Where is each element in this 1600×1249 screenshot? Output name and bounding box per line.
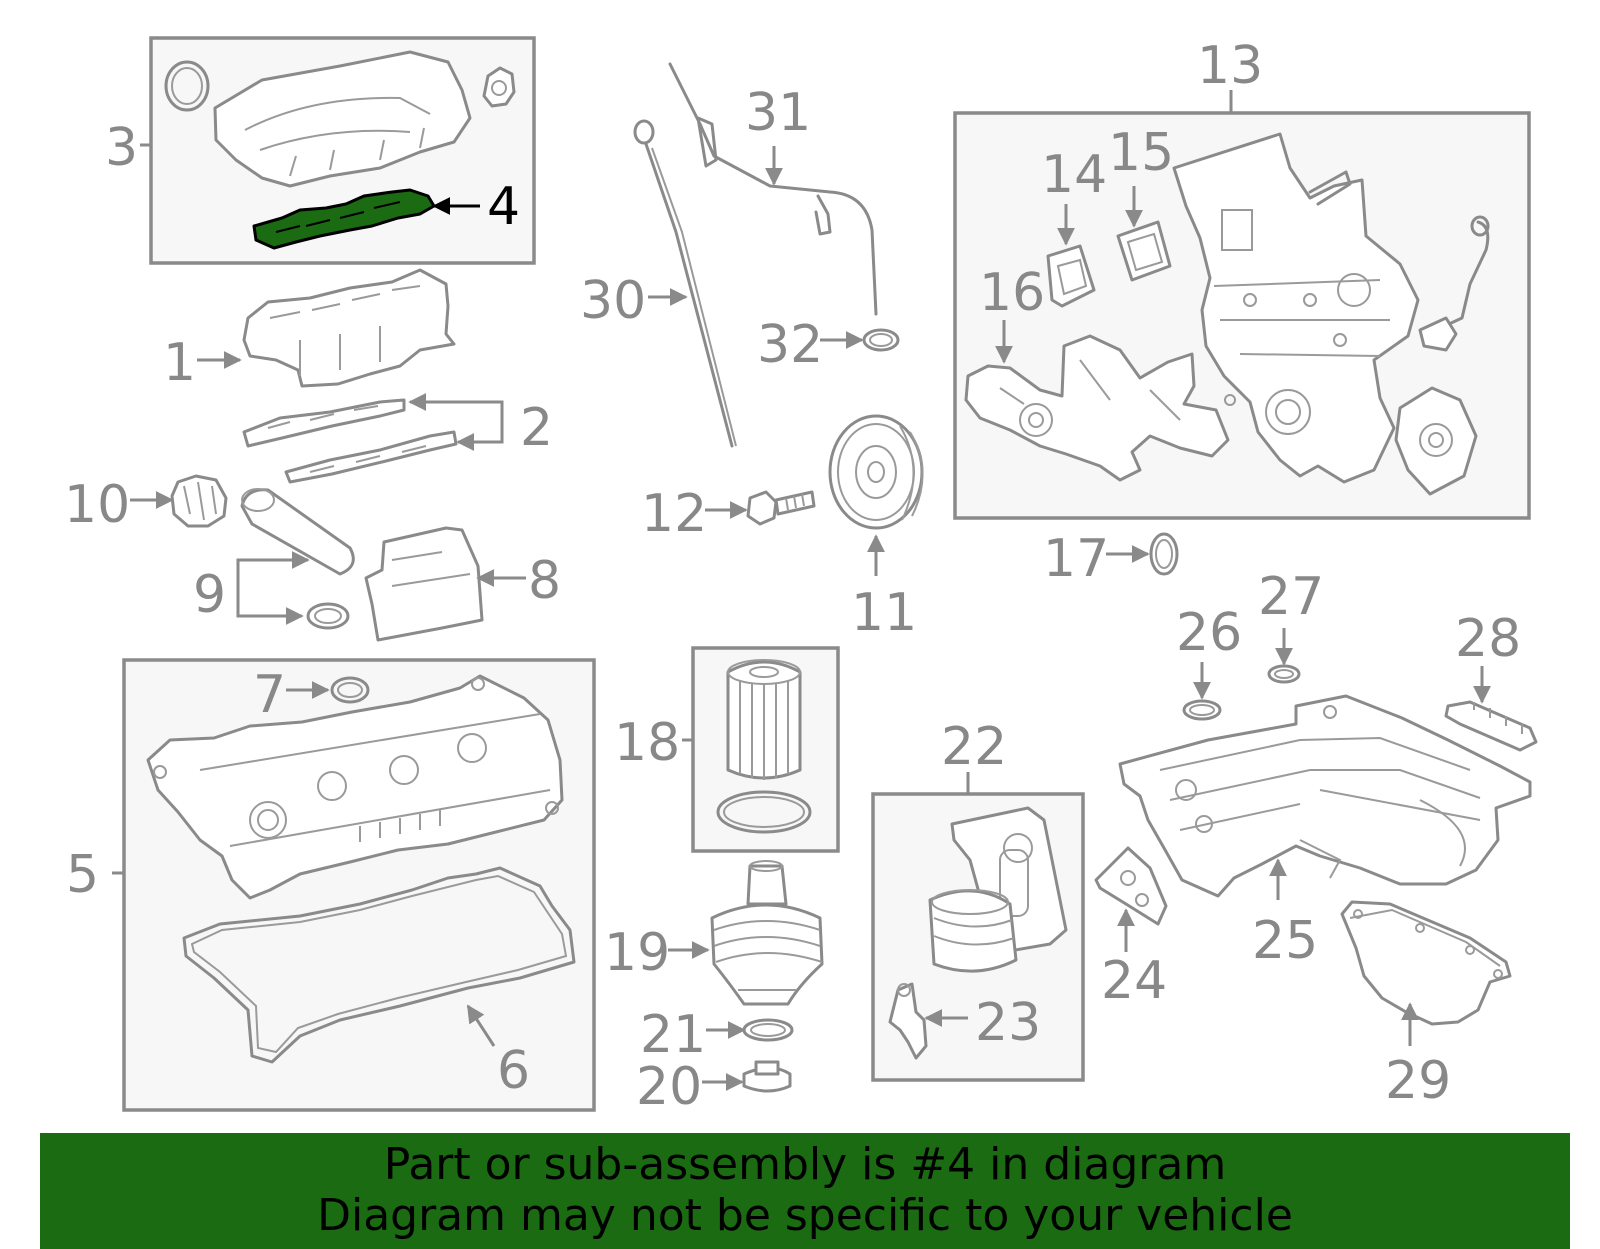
- label-32: 32: [757, 315, 823, 375]
- part-22-oil-filter-bracket: [928, 806, 1068, 973]
- part-20-drain-plug: [742, 1060, 792, 1093]
- part-10-oil-filler-cap: [170, 474, 228, 528]
- banner-line-2: Diagram may not be specific to your vehi…: [317, 1190, 1293, 1241]
- label-1: 1: [163, 333, 196, 393]
- part-18-oil-filter-element: [716, 659, 812, 834]
- label-3: 3: [105, 118, 138, 178]
- label-10: 10: [64, 475, 130, 535]
- label-23: 23: [975, 993, 1041, 1053]
- label-31: 31: [745, 83, 811, 143]
- part-14-gasket: [1046, 244, 1096, 308]
- leader-9: [236, 551, 310, 592]
- label-4: 4: [487, 177, 520, 237]
- label-7: 7: [253, 665, 286, 725]
- label-25: 25: [1252, 911, 1318, 971]
- label-29: 29: [1385, 1051, 1451, 1111]
- part-3-intake-plenum: [164, 50, 516, 188]
- part-12-pulley-bolt: [746, 490, 816, 526]
- part-8-engine-cover: [364, 526, 484, 642]
- part-26-o-ring: [1182, 699, 1222, 721]
- part-7-seal-ring: [330, 676, 370, 704]
- part-9-oil-filler-neck: [240, 488, 355, 630]
- part-24-gasket: [1094, 846, 1168, 926]
- label-26: 26: [1176, 603, 1242, 663]
- part-17-o-ring: [1149, 532, 1179, 576]
- label-2: 2: [520, 398, 553, 458]
- leader-2: [408, 393, 504, 428]
- label-24: 24: [1101, 951, 1167, 1011]
- label-5: 5: [66, 845, 99, 905]
- part-16-water-pump: [964, 334, 1230, 482]
- part-6-valve-cover-gasket: [182, 866, 576, 1064]
- part-15-gasket: [1116, 220, 1172, 282]
- part-5-valve-cover: [146, 674, 564, 900]
- label-20: 20: [636, 1057, 702, 1117]
- part-1-intake-manifold: [242, 268, 456, 388]
- label-18: 18: [614, 713, 680, 773]
- banner-line-1: Part or sub-assembly is #4 in diagram: [383, 1139, 1227, 1190]
- part-21-o-ring: [742, 1018, 794, 1042]
- part-32-o-ring: [862, 328, 900, 352]
- label-28: 28: [1455, 609, 1521, 669]
- label-17: 17: [1043, 529, 1109, 589]
- label-8: 8: [528, 551, 561, 611]
- part-13-timing-cover: [1172, 132, 1490, 496]
- part-2-manifold-gaskets: [242, 398, 458, 484]
- leader-2b: [456, 428, 504, 451]
- label-13: 13: [1197, 36, 1263, 96]
- label-30: 30: [580, 271, 646, 331]
- part-29-oil-pan-lower: [1340, 900, 1512, 1026]
- label-11: 11: [851, 583, 917, 643]
- part-25-oil-pan-upper: [1118, 694, 1532, 898]
- part-23-sensor: [888, 982, 928, 1060]
- leader-6: [466, 1004, 496, 1047]
- notice-banner: Part or sub-assembly is #4 in diagram Di…: [40, 1133, 1570, 1249]
- label-19: 19: [604, 923, 670, 983]
- label-12: 12: [641, 484, 707, 544]
- label-9: 9: [193, 565, 226, 625]
- part-31-dipstick-tube: [668, 62, 878, 316]
- label-21: 21: [640, 1005, 706, 1065]
- part-19-filter-cap: [710, 860, 824, 1006]
- label-6: 6: [497, 1041, 530, 1101]
- part-28-baffle: [1444, 700, 1538, 752]
- part-30-dipstick: [633, 119, 737, 448]
- label-15: 15: [1108, 123, 1174, 183]
- label-16: 16: [979, 263, 1045, 323]
- label-27: 27: [1258, 567, 1324, 627]
- label-22: 22: [941, 717, 1007, 777]
- leader-9b: [236, 592, 304, 625]
- part-27-o-ring: [1267, 664, 1301, 684]
- label-14: 14: [1041, 145, 1107, 205]
- part-11-crankshaft-pulley: [828, 414, 924, 530]
